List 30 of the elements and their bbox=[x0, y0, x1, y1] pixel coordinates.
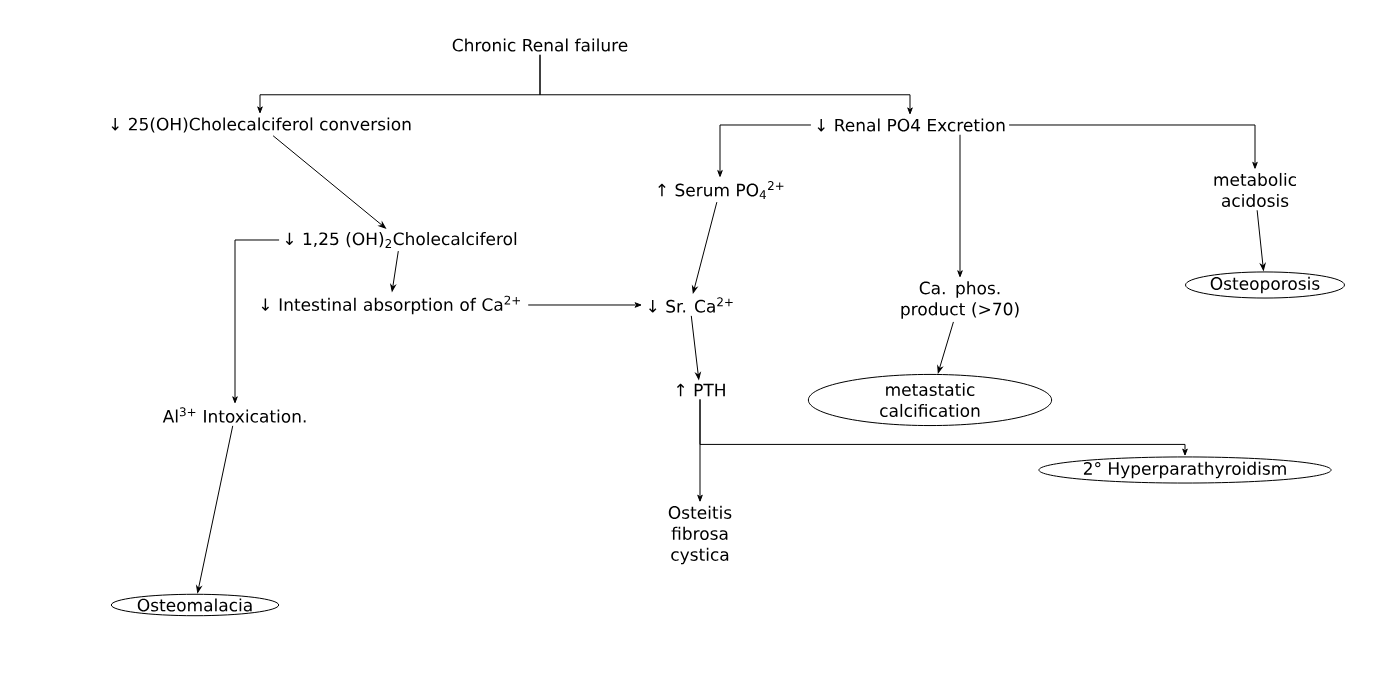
flow-text: Al$^{3+}$ Intoxication. bbox=[162, 407, 306, 423]
arrow bbox=[1256, 209, 1266, 271]
arrow bbox=[699, 398, 1188, 456]
arrow bbox=[272, 135, 386, 229]
flow-text: Chronic Renal failure bbox=[452, 38, 628, 52]
arrow bbox=[1008, 124, 1258, 169]
flow-text: metabolic acidosis bbox=[1214, 172, 1296, 208]
arrow bbox=[527, 302, 642, 308]
flow-text: ↓ Intestinal absorption of Ca$^{2+}$ bbox=[261, 295, 520, 315]
flow-text: ↓ Sr. Ca$^{2+}$ bbox=[649, 297, 733, 313]
flow-text: ↓ Renal PO4 Excretion bbox=[817, 118, 1005, 132]
arrow bbox=[937, 321, 954, 374]
flow-text: ↑ Serum PO$_{4}$2+ bbox=[658, 181, 784, 199]
diagnosis-oval: Osteomalacia bbox=[110, 593, 280, 617]
flow-text: ↓ 1,25 (OH)$_{2}$Cholecalciferol bbox=[285, 232, 517, 248]
arrow bbox=[957, 134, 963, 278]
arrow bbox=[539, 54, 913, 115]
diagnosis-oval: metastatic calcification bbox=[807, 373, 1053, 427]
flow-text: ↓ 25(OH)Cholecalciferol conversion bbox=[111, 117, 411, 133]
flow-text: Ca. phos. product (>70) bbox=[901, 281, 1019, 319]
arrow bbox=[717, 124, 812, 177]
arrow bbox=[232, 239, 280, 404]
arrow bbox=[390, 250, 399, 292]
diagnosis-oval: 2° Hyperparathyroidism bbox=[1038, 456, 1332, 484]
flow-text: ↑ PTH bbox=[676, 383, 725, 397]
arrow bbox=[690, 315, 701, 380]
flow-text: Osteitis fibrosa cystica bbox=[668, 505, 732, 565]
arrow bbox=[692, 201, 718, 294]
arrow bbox=[196, 425, 234, 593]
diagnosis-oval: Osteoporosis bbox=[1185, 271, 1345, 299]
